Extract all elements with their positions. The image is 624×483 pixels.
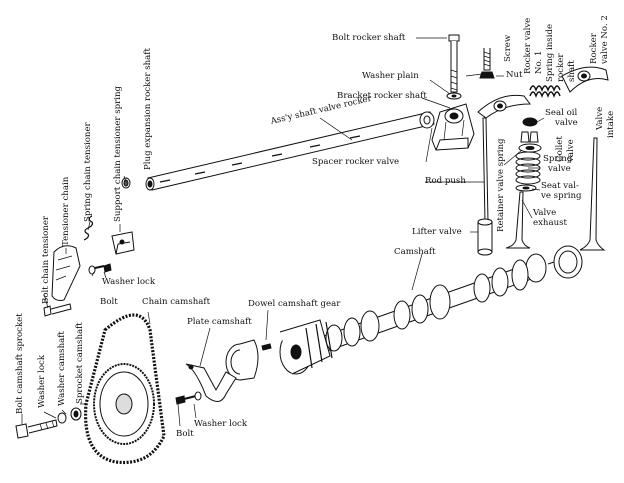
bolt-camshaft-sprocket	[15, 419, 58, 439]
label-washer-plain: Washer plain	[362, 71, 419, 81]
label-washer-lock-3: Washer lock	[194, 419, 248, 429]
seat-valve-spring	[515, 184, 537, 192]
label-washer-lock-1: Washer lock	[102, 277, 156, 287]
label-valve-exhaust-b: exhaust	[533, 218, 567, 228]
label-spring-valve: Spring	[543, 154, 573, 164]
label-seat-valve-spring-b: ve spring	[541, 191, 582, 201]
support-chain-tensioner-spring	[111, 231, 135, 255]
label-spring-inside-rocker-shaft: Spring inside	[545, 23, 555, 82]
label-spring-chain-tensioner: Spring chain tensioner	[83, 122, 93, 222]
label-seal-oil-valve-b: valve	[555, 118, 578, 128]
label-dowel-camshaft-gear: Dowel camshaft gear	[248, 299, 341, 309]
bolt-chain-tensioner	[43, 303, 72, 317]
label-bolt-rocker-shaft: Bolt rocker shaft	[332, 33, 406, 43]
label-bracket-rocker-shaft: Bracket rocker shaft	[337, 91, 427, 101]
label-bolt-2: Bolt	[176, 429, 194, 439]
label-nut: Nut	[506, 70, 523, 80]
camshaft-gear	[279, 319, 333, 375]
label-bolt-camshaft-sprocket: Bolt camshaft sprocket	[15, 313, 25, 414]
label-camshaft: Camshaft	[394, 247, 436, 257]
washer-plain	[446, 92, 462, 100]
plate-camshaft	[185, 363, 237, 402]
label-spring-valve-b: valve	[548, 164, 571, 174]
label-valve-intake-b: intake	[606, 110, 616, 138]
nut	[479, 71, 495, 79]
label-rocker-valve-no1-b: No. 1	[534, 50, 544, 74]
seal-oil-valve	[522, 117, 538, 127]
label-rocker-valve-no1: Rocker valve	[523, 17, 533, 74]
label-plug-expansion-rocker-shaft: Plug expansion rocker shaft	[143, 48, 153, 170]
label-lifter-valve: Lifter valve	[412, 227, 462, 237]
label-bolt-chain-tensioner: Bolt chain tensioner	[41, 215, 51, 304]
plug-expansion-rocker-shaft	[121, 177, 131, 189]
camshaft-spacer-ring	[225, 339, 259, 381]
label-valve-exhaust: Valve	[533, 208, 557, 218]
spring-chain-tensioner	[83, 215, 94, 241]
spacer-rocker-valve	[419, 111, 435, 129]
bracket-rocker-shaft	[431, 103, 475, 151]
tensioner-chain	[51, 245, 81, 301]
rocker-valve-no-2	[561, 66, 609, 93]
washer-lock-plate	[194, 391, 202, 401]
rocker-valve-no-1	[477, 94, 531, 119]
label-rocker-valve-no2: Rocker	[589, 33, 599, 64]
label-retainer-valve-spring: Retainer valve spring	[496, 138, 506, 232]
label-tensioner-chain: Tensioner chain	[61, 176, 71, 246]
label-chain-camshaft: Chain camshaft	[142, 297, 211, 307]
label-seat-valve-spring: Seat val-	[541, 181, 579, 191]
washer-camshaft	[70, 407, 82, 421]
bolt-plate	[175, 395, 197, 405]
rocker-shaft	[145, 111, 435, 191]
leader-lines	[21, 37, 545, 427]
spring-inside-rocker-shaft	[529, 85, 561, 98]
label-spring-inside-rocker-shaft-b: rocker	[556, 53, 566, 83]
label-washer-lock-2: Washer lock	[37, 354, 47, 408]
retainer-valve-spring	[518, 143, 542, 153]
label-rocker-valve-no2-b: valve No. 2	[600, 15, 610, 64]
sprocket-camshaft	[93, 363, 155, 445]
label-plate-camshaft: Plate camshaft	[187, 317, 252, 327]
lifter-valve	[477, 218, 493, 256]
label-washer-camshaft: Washer camshaft	[57, 331, 67, 406]
bolt-rocker-shaft	[448, 34, 460, 93]
label-seal-oil-valve: Seal oil	[545, 108, 578, 118]
screw	[483, 48, 491, 71]
bolt-tensioner-support	[94, 263, 112, 273]
washer-lock-sprocket	[57, 412, 67, 424]
label-sprocket-camshaft: Sprocket camshaft	[75, 322, 85, 404]
label-screw: Screw	[503, 34, 513, 62]
label-valve-intake: Valve	[595, 106, 605, 130]
washer-lock-tensioner	[88, 265, 96, 275]
valve-exhaust	[505, 191, 531, 249]
chain-camshaft	[83, 313, 166, 465]
camshaft-bushing	[547, 245, 583, 279]
label-spring-inside-rocker-shaft-c: shaft	[567, 60, 577, 82]
dowel-camshaft-gear	[261, 343, 272, 351]
label-support-chain-tensioner-spring: Support chain tensioner spring	[113, 85, 123, 222]
valve-intake	[579, 137, 606, 251]
collet-valve	[520, 131, 539, 143]
rod-push	[482, 117, 489, 223]
label-bolt-1: Bolt	[100, 297, 118, 307]
label-spacer-rocker-valve: Spacer rocker valve	[312, 157, 400, 167]
label-rod-push: Rod push	[425, 176, 466, 186]
